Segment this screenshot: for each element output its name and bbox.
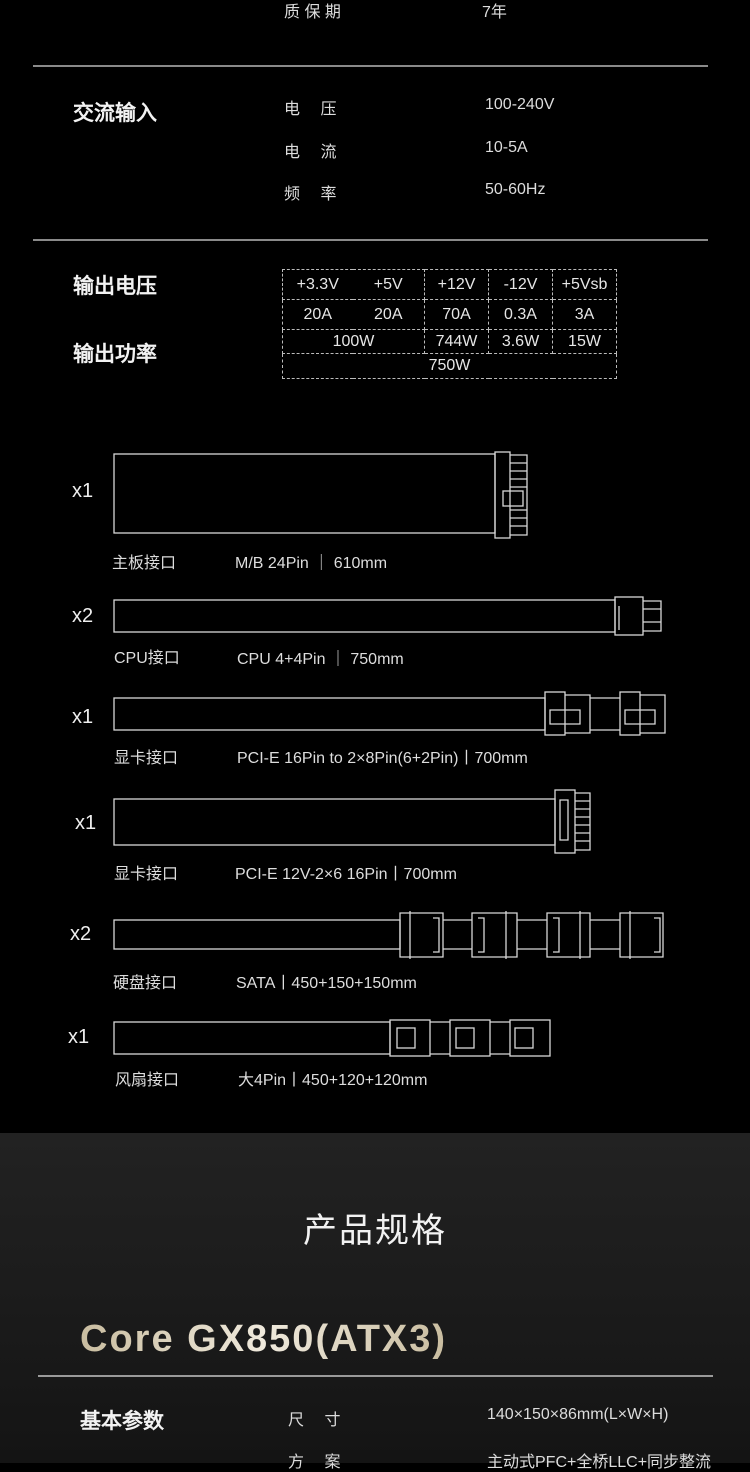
- sata-cable-icon: [113, 911, 664, 959]
- cable-name: 风扇接口: [115, 1072, 180, 1089]
- spec-value: 主动式PFC+全桥LLC+同步整流: [487, 1454, 712, 1471]
- cable-desc: SATA丨450+150+150mm: [236, 975, 417, 992]
- molex-4pin-cable-icon: [113, 1019, 551, 1057]
- spec-key: 方 案: [288, 1454, 341, 1471]
- total-power: 750W: [282, 353, 617, 379]
- cable-desc: PCI-E 12V-2×6 16Pin丨700mm: [235, 866, 457, 883]
- cable-desc: M/B 24Pin ｜ 610mm: [235, 555, 388, 572]
- spec-key: 尺 寸: [288, 1412, 341, 1429]
- cable-name: CPU接口: [114, 650, 180, 667]
- cable-name: 硬盘接口: [113, 975, 178, 992]
- rail: +5V: [352, 269, 425, 300]
- ac-value: 50-60Hz: [485, 181, 546, 198]
- output-table: +3.3V +5V +12V -12V +5Vsb 20A 20A 70A 0.…: [282, 269, 617, 379]
- rail: -12V: [488, 269, 553, 300]
- ac-key: 频 率: [284, 186, 337, 203]
- model-name: Core GX850(ATX3): [80, 1318, 448, 1360]
- ac-key: 电 压: [284, 101, 337, 118]
- pcie-12v-2x6-cable-icon: [113, 789, 591, 854]
- divider: [33, 65, 708, 67]
- product-spec-section: [0, 1133, 750, 1463]
- cable-name: 显卡接口: [114, 866, 179, 883]
- rail: +3.3V: [282, 269, 353, 300]
- output-voltage-title: 输出电压: [73, 275, 157, 298]
- cable-count: x1: [68, 1026, 90, 1048]
- cable-desc: PCI-E 16Pin to 2×8Pin(6+2Pin)丨700mm: [237, 750, 528, 767]
- cable-count: x1: [75, 812, 97, 834]
- divider: [33, 239, 708, 241]
- ac-input-title: 交流输入: [73, 102, 157, 125]
- spec-heading: 产品规格: [303, 1212, 447, 1250]
- cpu-cable-icon: [113, 596, 662, 636]
- warranty-label: 质 保 期: [284, 4, 341, 21]
- ac-key: 电 流: [284, 144, 337, 161]
- mb-24pin-cable-icon: [113, 451, 528, 539]
- ac-value: 10-5A: [485, 139, 528, 156]
- rail: +12V: [424, 269, 489, 300]
- cable-name: 主板接口: [112, 555, 177, 572]
- cable-count: x2: [70, 923, 92, 945]
- basic-params-title: 基本参数: [80, 1410, 164, 1433]
- divider: [38, 1375, 713, 1377]
- spec-value: 140×150×86mm(L×W×H): [487, 1406, 669, 1423]
- current: 20A: [282, 299, 353, 330]
- cable-drawings: [113, 451, 666, 1057]
- pcie-8pin-cable-icon: [113, 691, 666, 736]
- current: 20A: [352, 299, 425, 330]
- cable-name: 显卡接口: [114, 750, 179, 767]
- current: 3A: [552, 299, 617, 330]
- output-power-title: 输出功率: [73, 343, 157, 366]
- cable-count: x1: [72, 480, 94, 502]
- ac-value: 100-240V: [485, 96, 555, 113]
- cable-count: x2: [72, 605, 94, 627]
- rail: +5Vsb: [552, 269, 617, 300]
- cable-desc: CPU 4+4Pin ｜ 750mm: [237, 651, 404, 668]
- cable-count: x1: [72, 706, 94, 728]
- cable-desc: 大4Pin丨450+120+120mm: [238, 1072, 428, 1089]
- warranty-value: 7年: [482, 4, 507, 21]
